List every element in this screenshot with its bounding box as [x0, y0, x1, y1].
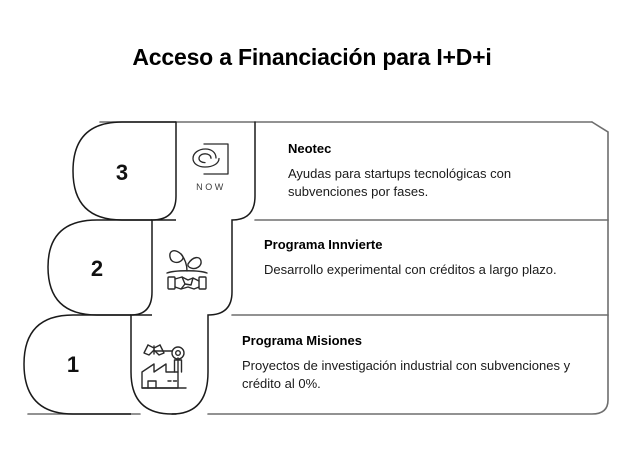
- step-3-icon-caption: NOW: [196, 182, 226, 192]
- step-2-content: Programa Innvierte Desarrollo experiment…: [264, 237, 576, 279]
- page-title: Acceso a Financiación para I+D+i: [132, 44, 492, 70]
- step-1-icon-group: [134, 336, 198, 400]
- step-1-content: Programa Misiones Proyectos de investiga…: [242, 333, 572, 393]
- step-1-heading: Programa Misiones: [242, 333, 362, 348]
- step-1-body: Proyectos de investigación industrial co…: [242, 358, 571, 391]
- step-3-content: Neotec Ayudas para startups tecnológicas…: [288, 141, 578, 201]
- step-number-1: 1: [66, 352, 80, 377]
- step-number-2: 2: [90, 256, 104, 281]
- step-3-icon-group: NOW: [178, 138, 242, 202]
- step-2-icon-group: [155, 240, 219, 304]
- step-2-body: Desarrollo experimental con créditos a l…: [264, 262, 557, 277]
- factory-robot-arm-icon: [141, 344, 187, 389]
- step-number-3: 3: [115, 160, 129, 185]
- row-3-right-edge: [591, 121, 609, 221]
- step-3-body: Ayudas para startups tecnológicas con su…: [288, 166, 512, 199]
- seedling-handshake-icon: [166, 250, 208, 290]
- step-2-heading: Programa Innvierte: [264, 237, 383, 252]
- step-3-heading: Neotec: [288, 141, 332, 156]
- spiral-now-icon: [192, 143, 229, 175]
